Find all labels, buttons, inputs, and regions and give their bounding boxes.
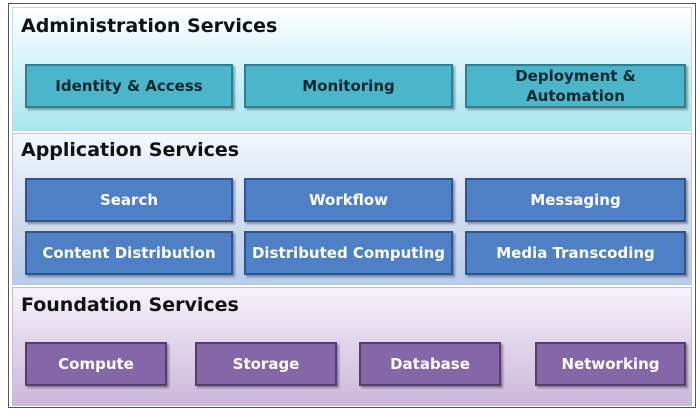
architecture-diagram: Administration Services Identity & Acces…	[8, 3, 696, 408]
compute-box: Compute	[25, 342, 167, 386]
networking-box: Networking	[535, 342, 686, 386]
media-transcoding-box: Media Transcoding	[465, 231, 686, 275]
content-distribution-box: Content Distribution	[25, 231, 233, 275]
application-services-title: Application Services	[21, 139, 240, 161]
storage-box: Storage	[195, 342, 337, 386]
workflow-box: Workflow	[244, 178, 453, 222]
administration-services-title: Administration Services	[21, 15, 278, 37]
administration-services-layer: Administration Services Identity & Acces…	[12, 7, 692, 131]
identity-access-box: Identity & Access	[25, 64, 233, 108]
messaging-box: Messaging	[465, 178, 686, 222]
monitoring-box: Monitoring	[244, 64, 453, 108]
distributed-computing-box: Distributed Computing	[244, 231, 453, 275]
database-box: Database	[359, 342, 501, 386]
foundation-services-layer: Foundation Services Compute Storage Data…	[12, 287, 692, 406]
search-box: Search	[25, 178, 233, 222]
application-services-layer: Application Services Search Workflow Mes…	[12, 133, 692, 285]
foundation-services-title: Foundation Services	[21, 294, 239, 316]
deployment-automation-box: Deployment & Automation	[465, 64, 686, 108]
